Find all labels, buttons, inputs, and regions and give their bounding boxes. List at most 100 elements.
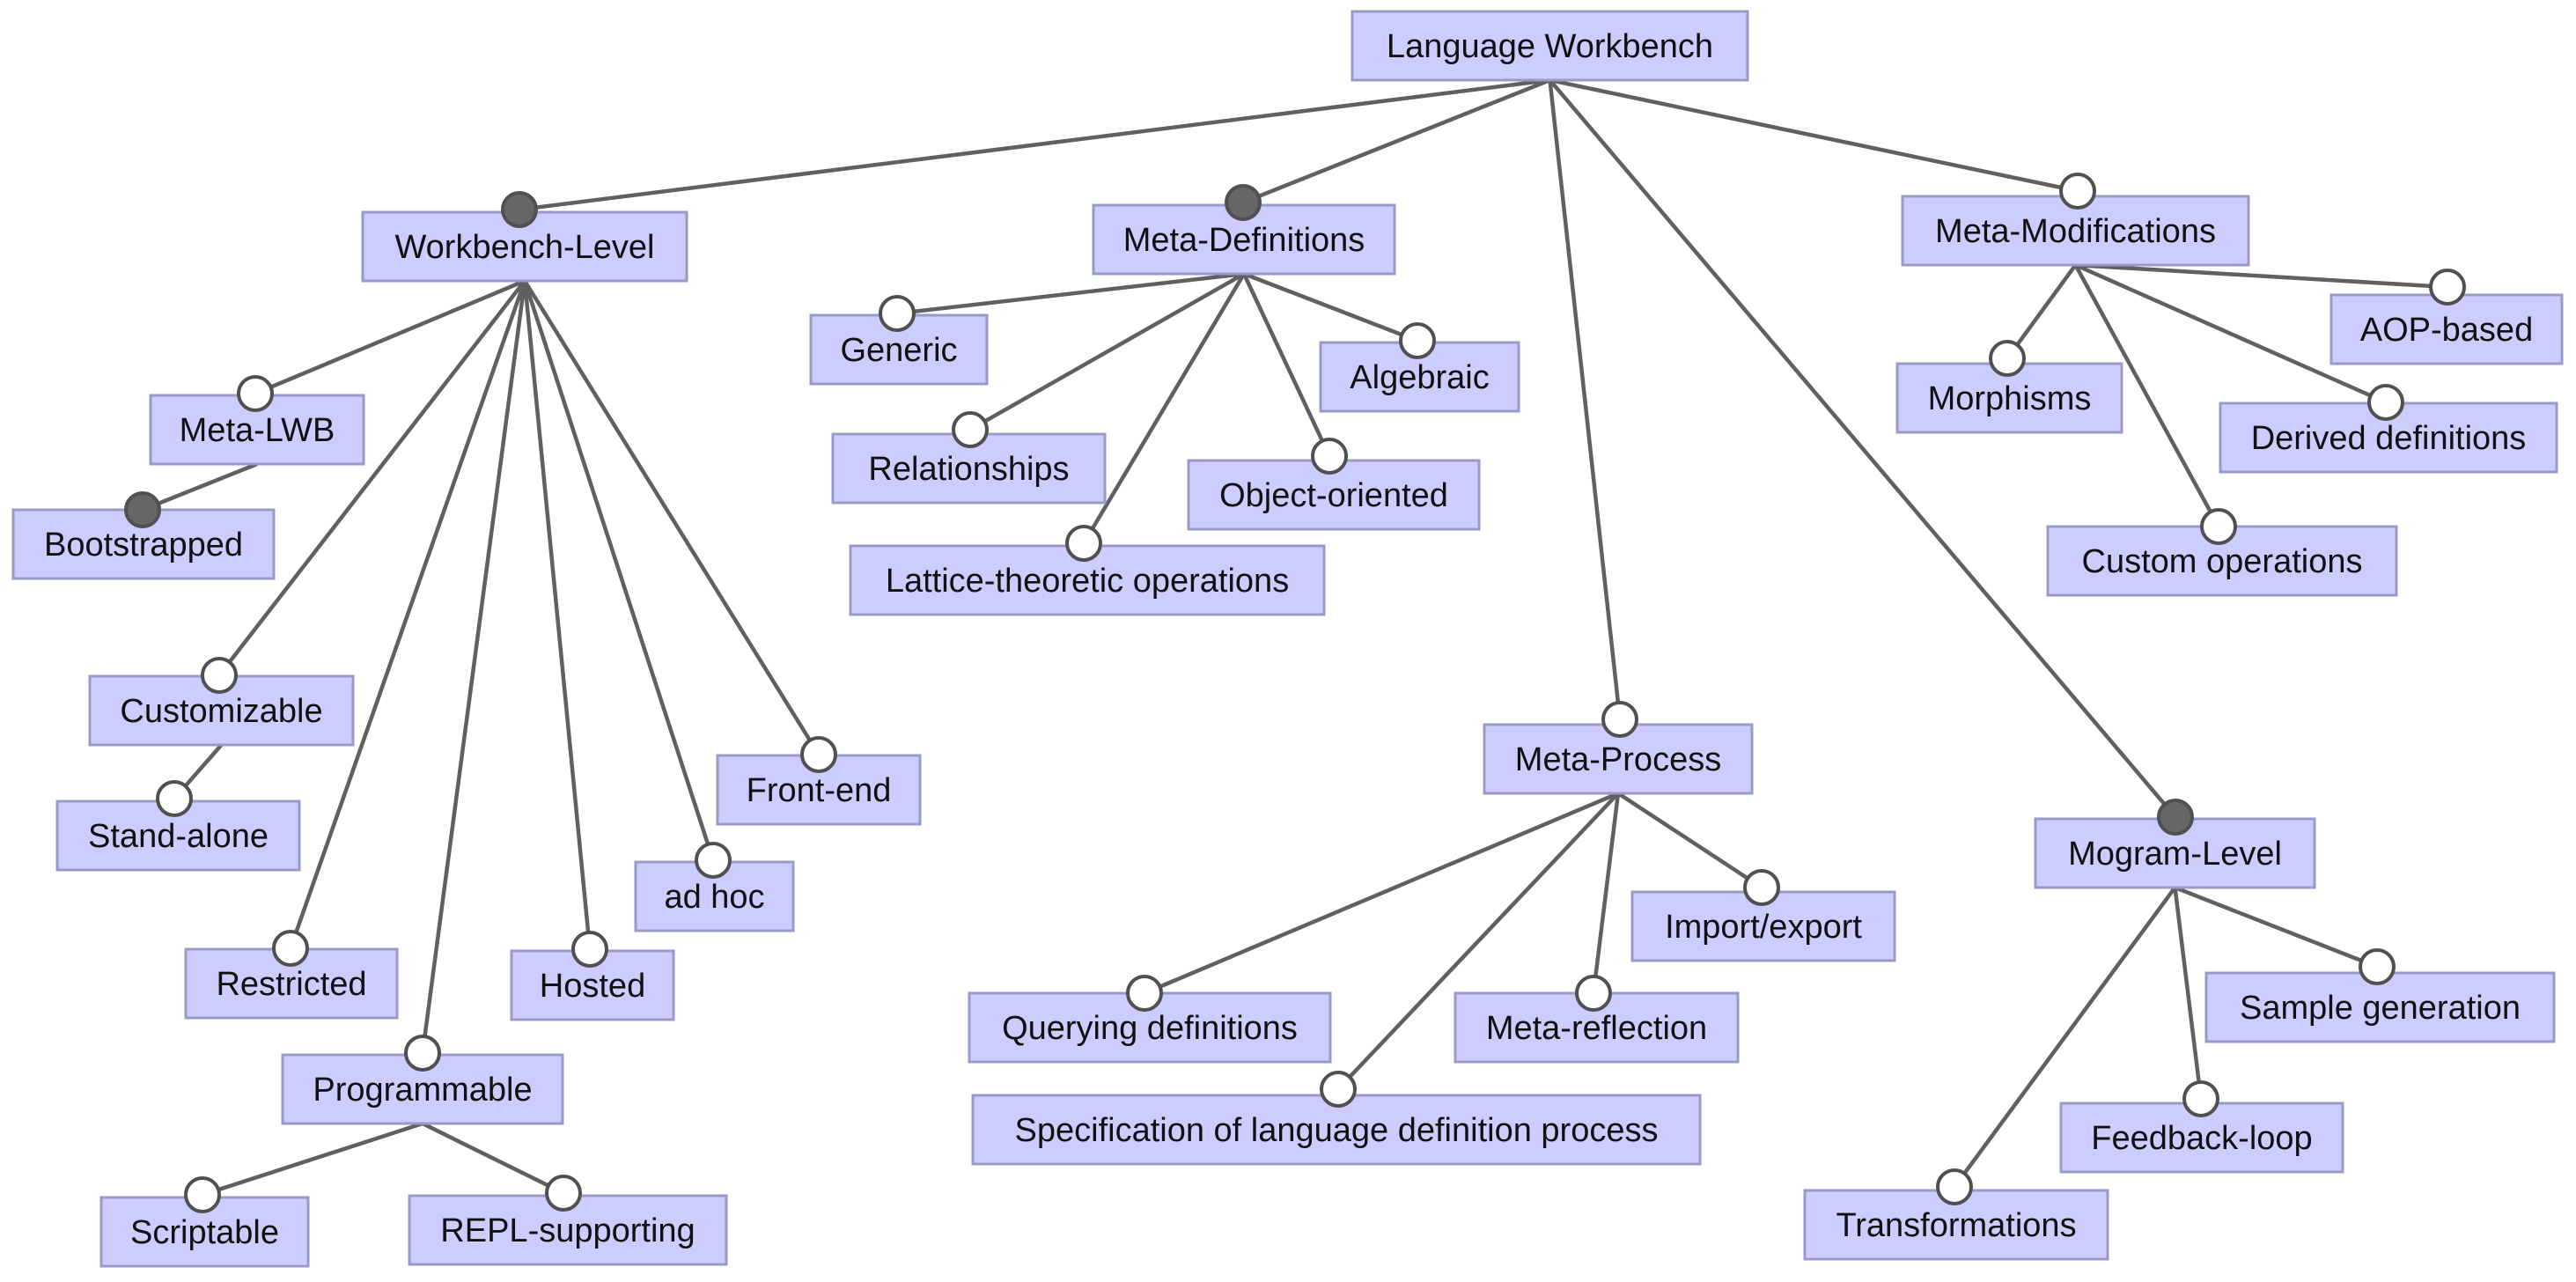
feature-label: Transformations: [1836, 1207, 2076, 1244]
optional-marker-transformations: [1936, 1168, 1973, 1205]
mandatory-marker-workbench-level: [501, 191, 538, 228]
feature-label: Meta-LWB: [180, 412, 335, 449]
feature-label: Programmable: [313, 1072, 532, 1109]
edge-meta-modifications-to-derived-definitions: [2074, 262, 2387, 405]
edge-meta-process-to-import-export: [1616, 792, 1763, 889]
feature-node-derived-definitions: Derived definitions: [2219, 402, 2558, 474]
edge-root-to-meta-modifications: [1549, 77, 2079, 194]
feature-label: ad hoc: [664, 879, 764, 916]
feature-label: Meta-Definitions: [1123, 222, 1365, 259]
edge-meta-modifications-to-custom-operations: [2073, 263, 2220, 528]
optional-marker-custom-operations: [2200, 508, 2237, 545]
optional-marker-generic: [879, 295, 916, 332]
optional-marker-programmable: [404, 1035, 441, 1072]
feature-label: Import/export: [1665, 909, 1862, 946]
feature-label: Feedback-loop: [2091, 1120, 2312, 1157]
feature-label: Generic: [840, 332, 957, 369]
feature-node-lattice-theoretic: Lattice-theoretic operations: [849, 544, 1326, 616]
feature-node-front-end: Front-end: [716, 754, 922, 826]
edge-meta-modifications-to-morphisms: [2006, 263, 2078, 360]
feature-box: [849, 544, 1326, 616]
edge-meta-definitions-to-generic: [896, 271, 1245, 316]
feature-label: Specification of language definition pro…: [1015, 1112, 1659, 1149]
feature-label: Bootstrapped: [44, 527, 243, 564]
optional-marker-derived-definitions: [2367, 384, 2404, 421]
optional-marker-meta-modifications: [2059, 173, 2096, 210]
edge-workbench-level-to-ad-hoc: [522, 280, 716, 861]
edge-root-to-mogram-level: [1548, 78, 2177, 819]
edge-workbench-level-to-hosted: [522, 280, 592, 950]
optional-marker-meta-reflection: [1575, 975, 1612, 1012]
optional-marker-restricted: [272, 930, 309, 967]
edge-meta-modifications-to-aop-based: [2075, 262, 2448, 290]
edge-meta-definitions-to-relationships: [968, 272, 1246, 431]
feature-label: Meta-reflection: [1486, 1010, 1707, 1047]
feature-label: Algebraic: [1350, 359, 1489, 396]
feature-node-aop-based: AOP-based: [2329, 293, 2564, 365]
edge-meta-process-to-querying-definitions: [1144, 791, 1619, 996]
edge-mogram-level-to-transformations: [1953, 886, 2177, 1189]
feature-label: Morphisms: [1928, 380, 2092, 417]
feature-label: Relationships: [868, 451, 1069, 488]
edge-programmable-to-repl-supporting: [422, 1121, 564, 1196]
feature-box: [1351, 10, 1749, 82]
feature-node-root: Language Workbench: [1351, 10, 1749, 82]
optional-marker-ad-hoc: [695, 842, 732, 879]
feature-node-meta-process: Meta-Process: [1483, 723, 1754, 795]
edge-meta-lwb-to-bootstrapped: [142, 461, 258, 512]
optional-marker-aop-based: [2429, 269, 2466, 306]
edge-workbench-level-to-front-end: [523, 279, 821, 756]
optional-marker-meta-lwb: [237, 375, 274, 412]
feature-label: REPL-supporting: [440, 1212, 695, 1249]
feature-label: Language Workbench: [1387, 28, 1713, 65]
optional-marker-sample-generation: [2359, 948, 2396, 985]
feature-label: Meta-Process: [1515, 741, 1721, 778]
edge-meta-process-to-specification-ldp: [1336, 792, 1620, 1091]
edge-workbench-level-to-customizable: [217, 279, 526, 677]
feature-label: Lattice-theoretic operations: [886, 563, 1289, 600]
edge-root-to-workbench-level: [519, 77, 1550, 212]
optional-marker-specification-ldp: [1320, 1071, 1357, 1108]
nodes-layer: Language WorkbenchWorkbench-LevelMeta-LW…: [11, 10, 2564, 1268]
edge-meta-process-to-meta-reflection: [1591, 792, 1621, 994]
edge-workbench-level-to-programmable: [420, 280, 527, 1054]
mandatory-marker-mogram-level: [2157, 799, 2194, 836]
edge-programmable-to-scriptable: [202, 1121, 423, 1197]
edge-workbench-level-to-restricted: [288, 280, 527, 949]
feature-label: Restricted: [216, 966, 366, 1003]
edges-layer: [142, 77, 2448, 1197]
optional-marker-front-end: [800, 736, 837, 773]
optional-marker-import-export: [1743, 869, 1780, 906]
optional-marker-morphisms: [1989, 340, 2026, 377]
optional-marker-algebraic: [1399, 322, 1436, 359]
feature-label: Sample generation: [2240, 990, 2521, 1027]
optional-marker-querying-definitions: [1126, 975, 1163, 1012]
feature-label: Custom operations: [2082, 543, 2363, 580]
edge-mogram-level-to-feedback-loop: [2173, 887, 2204, 1100]
feature-label: Customizable: [120, 693, 322, 730]
edge-meta-definitions-to-lattice-theoretic: [1082, 272, 1246, 545]
feature-label: Front-end: [747, 772, 892, 809]
optional-marker-meta-process: [1601, 701, 1638, 738]
edge-workbench-level-to-meta-lwb: [254, 278, 526, 396]
optional-marker-stand-alone: [156, 780, 193, 817]
feature-node-querying-definitions: Querying definitions: [968, 991, 1332, 1064]
optional-marker-object-oriented: [1311, 438, 1348, 475]
edge-meta-definitions-to-object-oriented: [1241, 273, 1332, 457]
optional-marker-feedback-loop: [2182, 1080, 2219, 1117]
optional-marker-customizable: [201, 657, 238, 694]
optional-marker-scriptable: [184, 1176, 221, 1213]
edge-meta-definitions-to-algebraic: [1243, 271, 1418, 343]
optional-marker-relationships: [952, 411, 989, 448]
feature-label: Hosted: [540, 968, 645, 1005]
feature-label: AOP-based: [2360, 312, 2533, 349]
feature-label: Mogram-Level: [2068, 836, 2282, 873]
feature-label: Stand-alone: [88, 818, 269, 855]
feature-label: Workbench-Level: [394, 229, 654, 266]
feature-label: Querying definitions: [1002, 1010, 1298, 1047]
feature-node-custom-operations: Custom operations: [2046, 525, 2398, 597]
optional-marker-lattice-theoretic: [1065, 525, 1102, 562]
mandatory-marker-bootstrapped: [124, 491, 161, 528]
feature-label: Scriptable: [130, 1214, 279, 1251]
